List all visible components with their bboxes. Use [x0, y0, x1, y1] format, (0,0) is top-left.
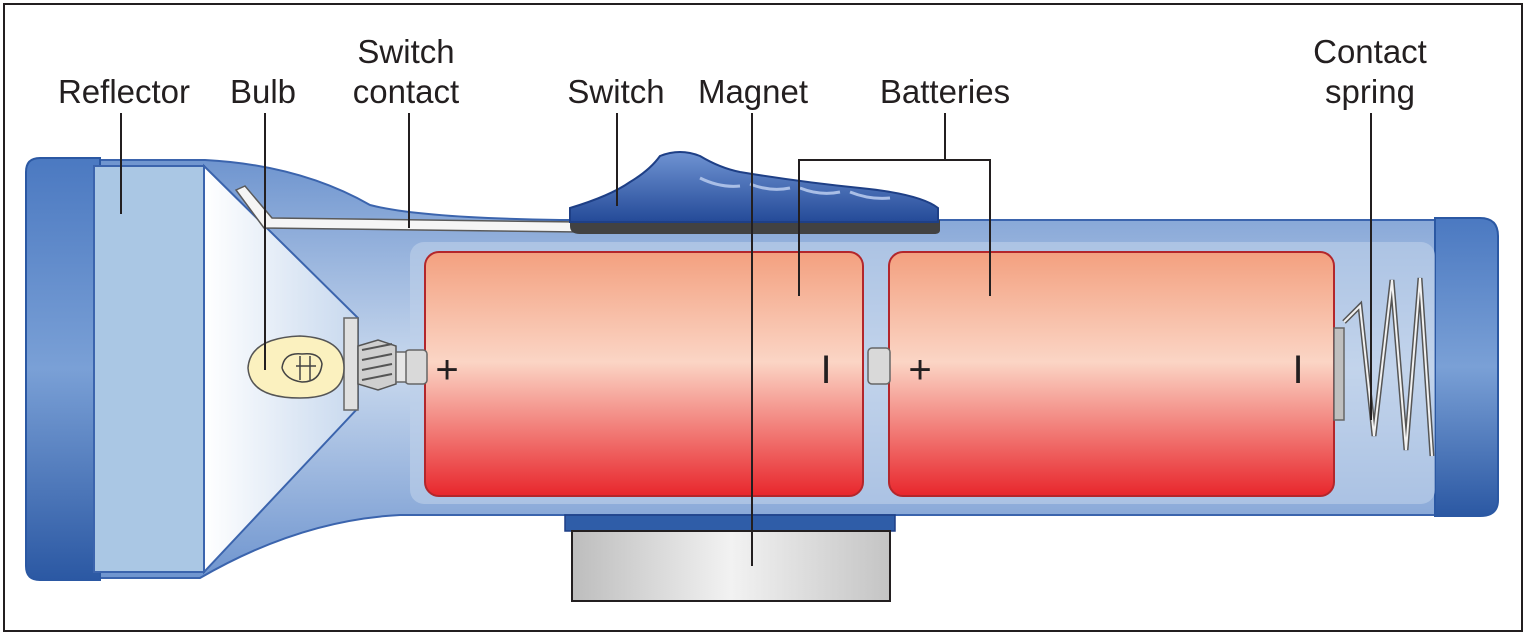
switch-grip: [699, 176, 891, 200]
batteries-leader: [798, 113, 991, 296]
switch: [569, 151, 940, 234]
battery-2-plus-sign: +: [908, 348, 931, 392]
switch-contact-label-line1: Switch: [357, 33, 454, 70]
battery-1-minus-sign: I: [820, 348, 831, 392]
bulb-socket-plate: [343, 317, 359, 411]
bulb-label: Bulb: [230, 73, 296, 110]
magnet-label: Magnet: [698, 73, 808, 110]
bulb-screw-base: [357, 339, 397, 391]
reflector-label: Reflector: [58, 73, 190, 110]
bulb-thread: [361, 343, 393, 381]
battery-2-positive-terminal: [867, 347, 891, 385]
bulb-icon: [247, 317, 407, 411]
battery-2: [888, 251, 1335, 497]
battery-2-negative-terminal: [1333, 327, 1345, 421]
bulb-filament: [281, 352, 323, 383]
front-cap: [25, 157, 101, 581]
battery-1-positive-terminal: [404, 349, 428, 385]
batteries-label: Batteries: [880, 73, 1010, 110]
spring-highlight: [1343, 277, 1433, 457]
battery-1: [424, 251, 864, 497]
contact-spring-label-line1: Contact: [1313, 33, 1427, 70]
magnet: [571, 530, 891, 602]
bulb-glass: [247, 335, 345, 399]
switch-base: [570, 220, 940, 234]
switch-label: Switch: [567, 73, 664, 110]
reflector-lens: [93, 165, 205, 573]
bulb-contact: [395, 351, 407, 383]
magnet-mount: [564, 514, 896, 532]
contact-spring-label-line2: spring: [1325, 73, 1415, 110]
battery-1-plus-sign: +: [435, 348, 458, 392]
tail-cap: [1434, 217, 1499, 517]
battery-2-minus-sign: I: [1292, 348, 1303, 392]
switch-contact-label-line2: contact: [353, 73, 459, 110]
